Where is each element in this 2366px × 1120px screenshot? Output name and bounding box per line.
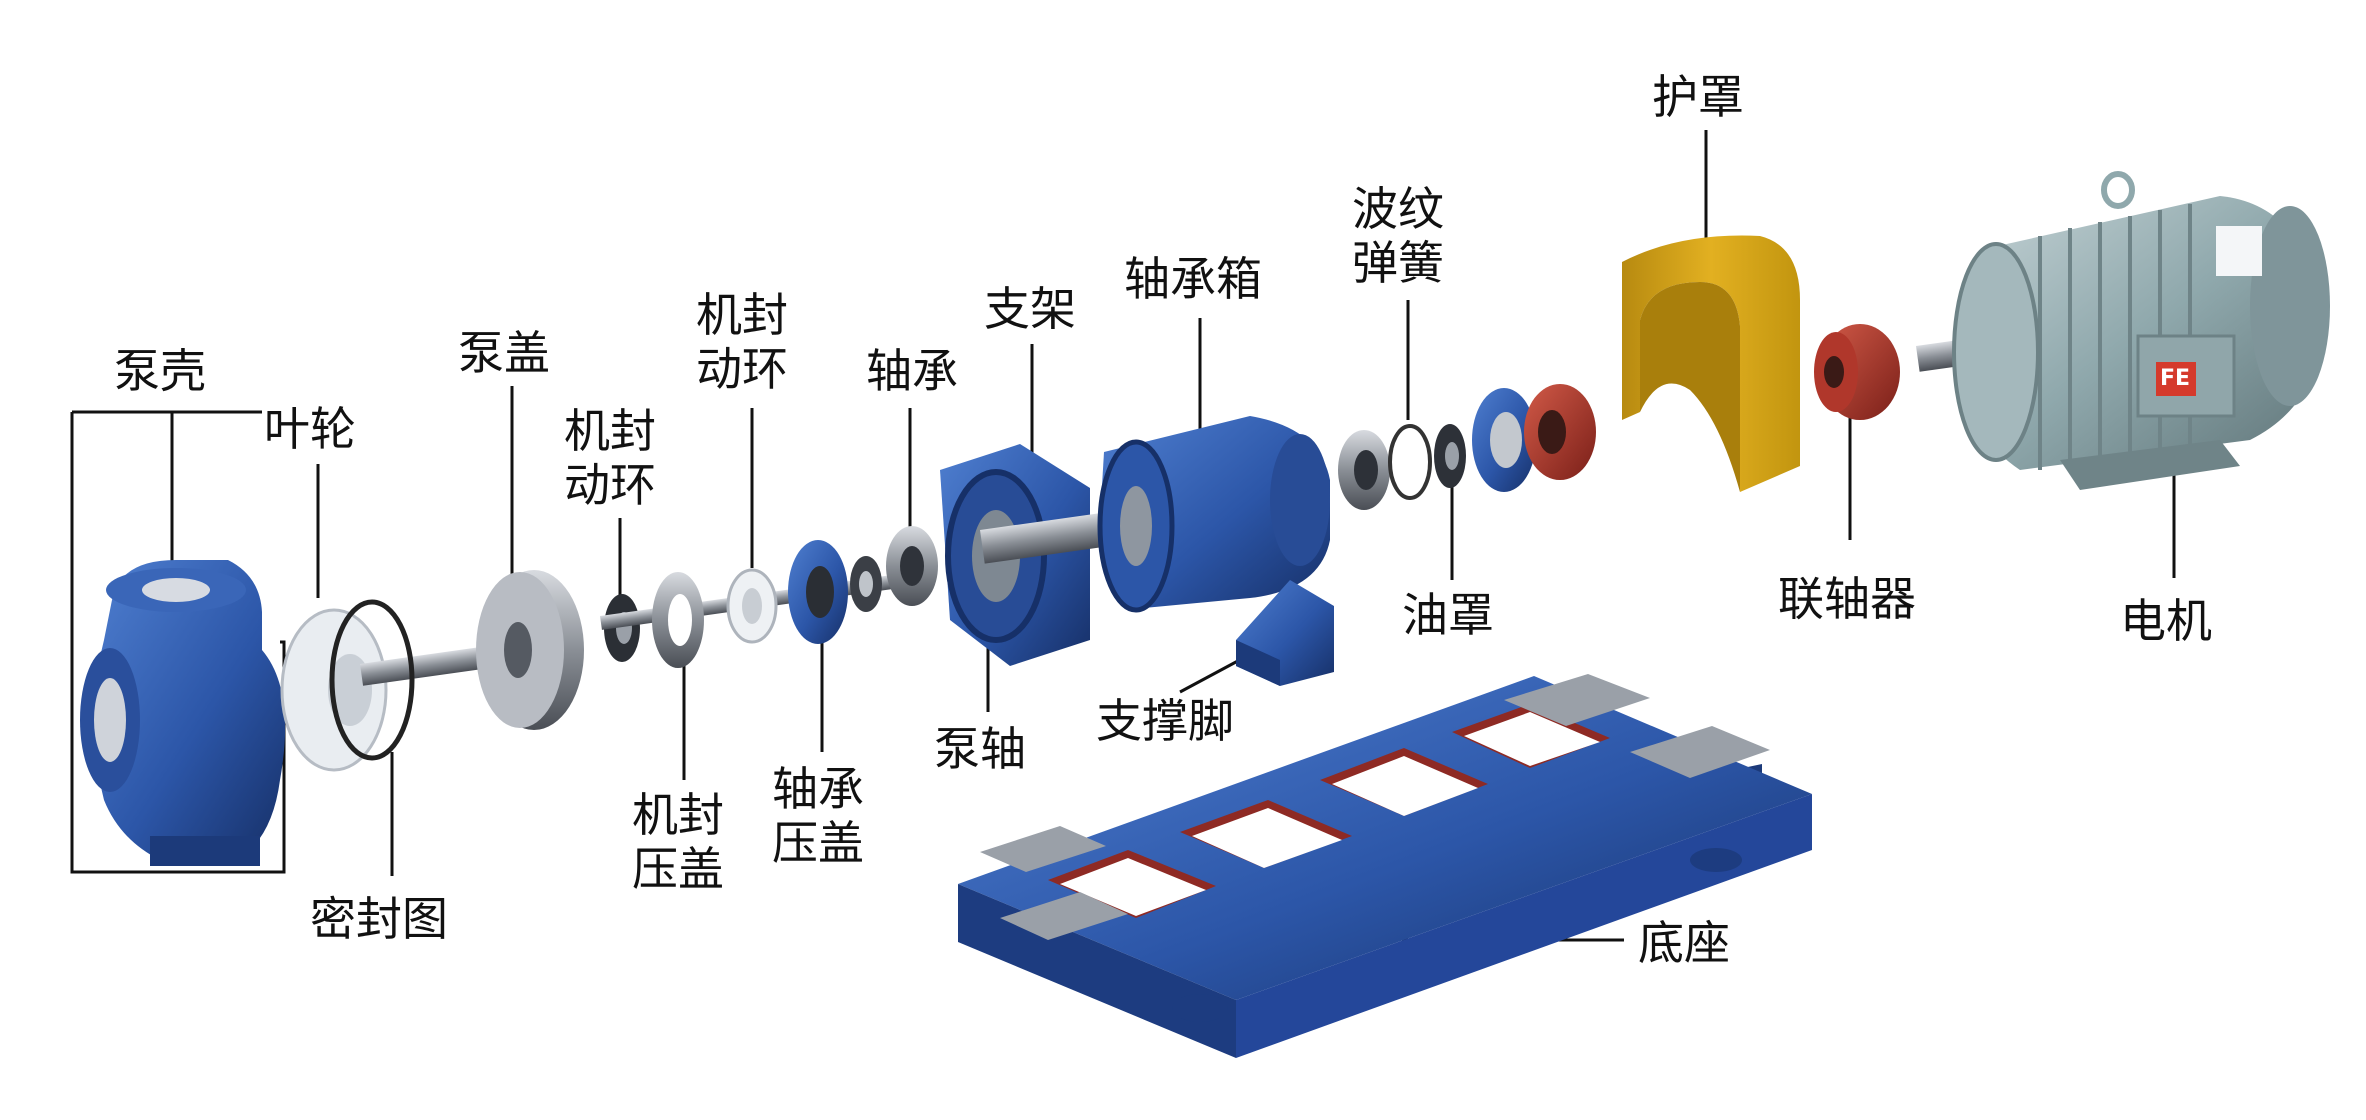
pump-casing [80, 560, 286, 866]
label-mech-seal-rotor-1-line2: 动环 [564, 458, 656, 512]
label-mech-seal-rotor-2-line2: 动环 [696, 342, 788, 396]
label-bearing-gland-line2: 压盖 [772, 816, 864, 870]
label-motor: 电机 [2120, 594, 2212, 648]
pump-cover [476, 570, 584, 730]
label-mech-seal-rotor-1: 机封 动环 [564, 404, 656, 512]
label-coupling: 联轴器 [1778, 572, 1916, 626]
bearings [850, 526, 938, 612]
bearing-gland [788, 540, 848, 644]
label-bracket: 支架 [984, 282, 1076, 336]
base-frame [958, 674, 1812, 1058]
label-pump-cover: 泵盖 [458, 326, 550, 380]
motor-coupling [1814, 324, 1900, 420]
label-base: 底座 [1638, 916, 1730, 970]
mech-seal-rotor-2 [726, 568, 778, 644]
guard [1622, 235, 1800, 492]
seal-ring [329, 599, 415, 761]
label-guard: 护罩 [1652, 70, 1744, 124]
motor-badge: FE [2160, 366, 2191, 391]
bearing-box [1097, 416, 1330, 613]
label-wave-spring: 波纹 弹簧 [1352, 182, 1444, 290]
pump-casing-bracket [70, 412, 286, 874]
label-oil-cover: 油罩 [1402, 588, 1494, 642]
wave-spring [1388, 424, 1432, 500]
label-support-foot: 支撑脚 [1096, 694, 1234, 748]
label-wave-spring-line1: 波纹 [1352, 182, 1444, 236]
label-mech-seal-gland-line2: 压盖 [632, 842, 724, 896]
label-bearing: 轴承 [866, 344, 958, 398]
label-impeller: 叶轮 [264, 402, 356, 456]
motor [1916, 171, 2330, 490]
label-wave-spring-line2: 弹簧 [1352, 236, 1444, 290]
label-pump-casing: 泵壳 [114, 344, 206, 398]
mech-seal-gland [652, 572, 704, 668]
label-bearing-box: 轴承箱 [1124, 252, 1262, 306]
label-pump-shaft: 泵轴 [934, 722, 1026, 776]
label-seal-ring: 密封图 [310, 892, 448, 946]
label-mech-seal-gland: 机封 压盖 [632, 788, 724, 896]
oil-cover [1434, 388, 1536, 492]
label-bearing-gland-line1: 轴承 [772, 762, 864, 816]
pump-coupling [1524, 384, 1596, 480]
label-mech-seal-rotor-2: 机封 动环 [696, 288, 788, 396]
label-mech-seal-gland-line1: 机封 [632, 788, 724, 842]
support-foot [1236, 580, 1334, 686]
rear-bearing [1338, 430, 1390, 510]
impeller [280, 608, 490, 772]
label-bearing-gland: 轴承 压盖 [772, 762, 864, 870]
label-mech-seal-rotor-2-line1: 机封 [696, 288, 788, 342]
label-mech-seal-rotor-1-line1: 机封 [564, 404, 656, 458]
